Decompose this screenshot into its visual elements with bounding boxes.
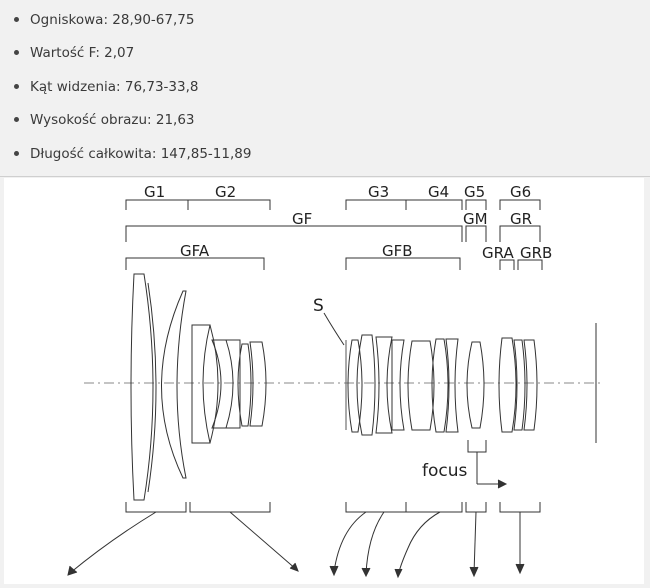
lens-g3-4 [391,339,405,431]
bracket-gra [499,259,515,270]
bracket-g5 [465,199,487,210]
arrow-g2-head [289,562,299,572]
lens-g4-3 [445,338,459,433]
lens-diagram: G1 G2 G3 G4 G5 G6 GF GM GR GFA GFB GRA G… [4,178,644,584]
bracket-g2 [188,199,271,210]
label-g6: G6 [510,183,531,201]
spec-item-angle-of-view: Kąt widzenia: 76,73-33,8 [14,79,198,95]
label-stop: S [313,296,324,316]
lens-g2-1 [191,324,211,444]
lens-g1-2 [147,282,157,493]
lens-g3-1 [347,339,363,433]
arrow-g3b [365,511,385,575]
bottom-bracket-g3 [345,502,407,513]
stop-leader [323,312,345,346]
lens-elements [130,273,597,501]
group-brackets [125,199,543,270]
bullet-icon [14,49,19,55]
spec-text: Długość całkowita: 147,85-11,89 [30,146,252,162]
label-g4: G4 [428,183,449,201]
arrow-g3b-head [361,567,371,578]
lens-g5 [466,341,485,429]
bracket-g1 [125,199,189,210]
lens-g2-4 [226,339,241,429]
bottom-bracket-g6 [499,502,541,513]
bullet-icon [14,150,19,156]
lens-g4-1 [407,340,435,431]
arrow-g4-head [394,568,403,579]
lens-g3-3 [375,336,393,434]
lens-g2-5 [237,343,252,427]
label-gfb: GFB [382,242,413,260]
arrow-g5 [473,511,477,575]
arrow-g6-head [515,563,525,575]
lens-g6-1 [498,337,517,433]
arrow-g4 [397,511,441,577]
label-g1: G1 [144,183,165,201]
spec-item-image-height: Wysokość obrazu: 21,63 [14,112,195,128]
bracket-gf [125,225,463,242]
bottom-bracket-g4 [406,502,463,513]
spec-list: Ogniskowa: 28,90-67,75 Wartość F: 2,07 K… [0,0,650,176]
lens-g6-3 [523,339,538,431]
bracket-g6 [499,199,541,210]
arrow-g3a [333,511,367,573]
label-g5: G5 [464,183,485,201]
spec-text: Kąt widzenia: 76,73-33,8 [30,79,199,95]
spec-item-total-length: Długość całkowita: 147,85-11,89 [14,146,251,162]
bracket-gm [465,225,487,242]
spec-text: Ogniskowa: 28,90-67,75 [30,12,195,28]
label-gf: GF [292,210,312,228]
arrow-g3a-head [329,565,339,577]
spec-item-focal-length: Ogniskowa: 28,90-67,75 [14,12,194,28]
focus-indicator [467,440,508,489]
lens-g1-3 [161,290,187,479]
lens-g4-2 [431,338,449,433]
lens-g2-3 [211,339,234,429]
arrow-g1 [69,511,157,574]
lens-g1-1 [130,273,154,501]
label-gr: GR [510,210,532,228]
label-gm: GM [463,210,488,228]
lens-g6-2 [513,339,526,431]
arrow-g5-head [469,566,479,578]
label-gfa: GFA [180,242,210,260]
label-g2: G2 [215,183,236,201]
label-gra: GRA [482,244,514,262]
arrow-g2 [229,511,298,571]
bottom-bracket-g5 [465,502,487,513]
divider [0,176,650,177]
bracket-gfb [345,257,461,270]
label-focus: focus [422,461,468,481]
lens-g3-2 [356,334,376,436]
focus-arrow-head [497,479,508,489]
bracket-grb [517,259,543,270]
bracket-g3 [345,199,407,210]
arrow-g1-head [67,565,78,576]
movement-arrows [67,511,525,579]
bottom-bracket-g1 [125,502,187,513]
lens-diagram-svg: G1 G2 G3 G4 G5 G6 GF GM GR GFA GFB GRA G… [67,183,600,579]
lens-g2-2 [209,324,219,444]
label-g3: G3 [368,183,389,201]
spec-item-f-number: Wartość F: 2,07 [14,45,134,61]
bullet-icon [14,16,19,22]
spec-text: Wysokość obrazu: 21,63 [30,112,195,128]
bracket-gr [499,225,541,242]
label-grb: GRB [520,244,552,262]
bottom-bracket-g2 [189,502,271,513]
focus-bracket [467,440,487,453]
bullet-icon [14,83,19,89]
spec-text: Wartość F: 2,07 [30,45,135,61]
bracket-g4 [406,199,463,210]
movement-brackets [125,502,541,513]
bracket-gfa [125,257,265,270]
lens-g2-6 [249,341,267,427]
bullet-icon [14,116,19,122]
